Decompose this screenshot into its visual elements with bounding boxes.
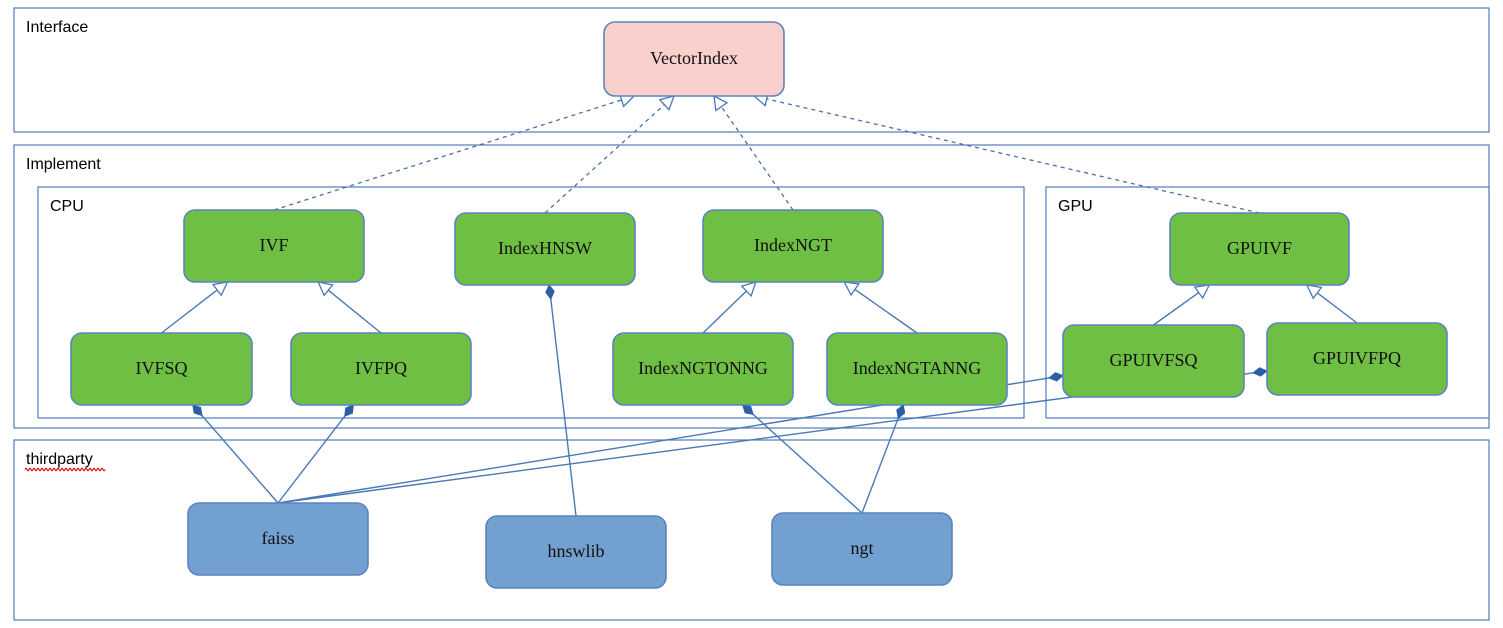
node-label-gpuivf: GPUIVF [1227,238,1292,258]
node-label-indexhnsw: IndexHNSW [498,238,592,258]
node-box-hnswlib[interactable] [485,515,667,589]
frame-label-interface: Interface [26,19,88,36]
node-box-gpuivfpq[interactable] [1266,322,1448,396]
edge-indexhnsw-realizes-vectorindex [544,95,676,214]
node-label-ivf: IVF [259,235,288,255]
composition-diamond-icon [742,404,754,416]
node-label-hnswlib: hnswlib [547,541,604,561]
inheritance-arrow-icon [713,94,729,112]
inheritance-arrow-icon [1193,284,1211,300]
edge-line [1153,291,1200,326]
node-box-ivfsq[interactable] [70,332,253,406]
inheritance-arrow-icon [658,95,676,111]
node-ivfpq[interactable]: IVFPQ [290,332,472,406]
node-indexhnsw[interactable]: IndexHNSW [454,212,636,286]
node-label-ivfpq: IVFPQ [355,358,407,378]
node-label-gpuivfpq: GPUIVFPQ [1313,348,1401,368]
frame-label-gpu: GPU [1058,198,1093,215]
node-indexngt[interactable]: IndexNGT [702,209,884,283]
edge-ivfsq-extends-ivf [161,281,229,334]
node-box-gpuivfsq[interactable] [1062,324,1245,398]
node-indexngtonng[interactable]: IndexNGTONNG [612,332,794,406]
edge-gpuivfsq-extends-gpuivf [1153,284,1211,326]
node-box-ngt[interactable] [771,512,953,586]
edge-line [544,103,666,214]
node-box-ivfpq[interactable] [290,332,472,406]
node-box-gpuivf[interactable] [1169,212,1350,286]
composition-diamond-icon [192,404,203,417]
node-label-indexngtanng: IndexNGTANNG [853,358,982,378]
node-box-indexngt[interactable] [702,209,884,283]
edge-line [550,298,577,517]
node-label-vectorindex: VectorIndex [650,48,738,68]
edge-line [1316,291,1358,324]
inheritance-arrow-icon [843,281,860,297]
edge-line [861,417,900,514]
edge-ngt-composes-indexngtanng [861,404,906,514]
composition-diamond-icon [896,404,906,419]
edge-line [277,415,346,504]
edge-ivfpq-extends-ivf [317,281,382,334]
edge-line [327,289,382,334]
node-box-vectorindex[interactable] [603,21,785,97]
edge-ngt-composes-indexngtonng [742,404,863,514]
frame-label-thirdparty: thirdparty [26,451,93,468]
node-gpuivf[interactable]: GPUIVF [1169,212,1350,286]
node-ivf[interactable]: IVF [183,209,365,283]
edge-line [273,99,623,211]
node-gpuivfpq[interactable]: GPUIVFPQ [1266,322,1448,396]
node-box-faiss[interactable] [187,502,369,576]
node-ngt[interactable]: ngt [771,512,953,586]
node-label-ivfsq: IVFSQ [135,358,187,378]
node-box-indexhnsw[interactable] [454,212,636,286]
spellcheck-underline [24,467,106,472]
node-label-ngt: ngt [850,538,873,558]
node-box-indexngtanng[interactable] [826,332,1008,406]
node-indexngtanng[interactable]: IndexNGTANNG [826,332,1008,406]
frame-label-implement: Implement [26,156,101,173]
edge-gpuivfpq-extends-gpuivf [1305,284,1358,324]
edges-layer [161,91,1358,517]
frame-label-cpu: CPU [50,198,84,215]
node-faiss[interactable]: faiss [187,502,369,576]
inheritance-arrow-icon [1305,284,1323,300]
node-label-gpuivfsq: GPUIVFSQ [1109,350,1197,370]
edge-indexngt-realizes-vectorindex [713,94,794,211]
node-label-indexngt: IndexNGT [754,235,832,255]
edge-indexngtonng-extends-indexngt [702,281,757,334]
edge-indexngtanng-extends-indexngt [843,281,918,334]
inheritance-arrow-icon [317,281,334,297]
composition-diamond-icon [545,284,555,300]
edge-line [161,289,219,334]
node-hnswlib[interactable]: hnswlib [485,515,667,589]
edge-line [702,290,748,334]
node-label-faiss: faiss [262,528,295,548]
edge-line [854,288,918,334]
edge-line [200,414,279,504]
edge-faiss-composes-ivfpq [277,404,354,504]
composition-diamond-icon [344,404,354,417]
composition-diamond-icon [1252,367,1268,377]
node-ivfsq[interactable]: IVFSQ [70,332,253,406]
edge-line [720,105,794,211]
node-box-indexngtonng[interactable] [612,332,794,406]
node-vectorindex[interactable]: VectorIndex [603,21,785,97]
inheritance-arrow-icon [211,281,229,297]
node-label-indexngtonng: IndexNGTONNG [638,358,768,378]
edge-line [752,413,863,514]
node-gpuivfsq[interactable]: GPUIVFSQ [1062,324,1245,398]
composition-diamond-icon [1048,372,1064,382]
inheritance-arrow-icon [740,281,757,298]
node-box-ivf[interactable] [183,209,365,283]
edge-hnswlib-composes-indexhnsw [545,284,577,517]
edge-faiss-composes-ivfsq [192,404,279,504]
